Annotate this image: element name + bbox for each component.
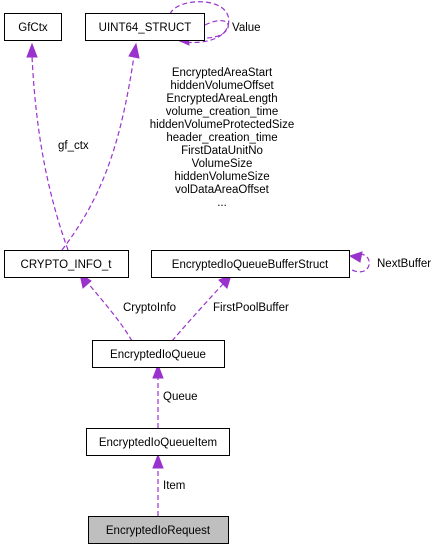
edge-uint64-self-loop xyxy=(169,1,230,44)
node-queue-label: EncryptedIoQueue xyxy=(110,349,206,361)
node-queue[interactable]: EncryptedIoQueue xyxy=(92,340,225,368)
arrow-buffer-self xyxy=(348,251,363,263)
arrow-item xyxy=(152,453,164,469)
edge-queue-buffer xyxy=(171,282,225,342)
node-request-label: EncryptedIoRequest xyxy=(106,525,211,537)
uint64-member-line: EncryptedAreaLength xyxy=(166,93,277,105)
edge-label-next-buffer: NextBuffer xyxy=(377,258,431,270)
edge-label-crypto-info: CryptoInfo xyxy=(123,302,176,314)
uint64-member-line: hiddenVolumeProtectedSize xyxy=(150,119,295,131)
uint64-member-line: EncryptedAreaStart xyxy=(172,67,273,79)
node-buffer-struct-label: EncryptedIoQueueBufferStruct xyxy=(172,259,329,271)
node-queue-item[interactable]: EncryptedIoQueueItem xyxy=(86,428,230,456)
uint64-member-line: ... xyxy=(217,197,227,209)
uint64-member-line: FirstDataUnitNo xyxy=(181,145,263,157)
edge-queue-crypto xyxy=(86,281,133,342)
uint64-member-line: hiddenVolumeSize xyxy=(174,171,269,183)
node-gfctx-label: GfCtx xyxy=(18,22,48,34)
uint64-member-line: VolumeSize xyxy=(192,158,253,170)
uint64-member-line: header_creation_time xyxy=(166,132,277,144)
arrow-queue xyxy=(152,363,164,379)
node-request[interactable]: EncryptedIoRequest xyxy=(88,516,229,544)
uint64-member-line: hiddenVolumeOffset xyxy=(170,80,274,92)
uint64-member-line: volDataAreaOffset xyxy=(175,184,270,196)
edge-label-gf-ctx: gf_ctx xyxy=(58,140,89,152)
edge-crypto-gfctx xyxy=(31,55,69,251)
edge-uint64-self-value xyxy=(204,19,229,39)
edge-crypto-uint64 xyxy=(61,55,135,251)
node-crypto-info[interactable]: CRYPTO_INFO_t xyxy=(4,250,129,278)
node-buffer-struct[interactable]: EncryptedIoQueueBufferStruct xyxy=(151,250,350,278)
edge-label-item: Item xyxy=(163,480,185,492)
arrow-gfctx xyxy=(26,42,38,58)
node-queue-item-label: EncryptedIoQueueItem xyxy=(99,437,217,449)
uint64-member-line: volume_creation_time xyxy=(166,106,279,118)
edge-label-value: Value xyxy=(232,22,261,34)
edge-label-queue: Queue xyxy=(163,391,198,403)
node-gfctx[interactable]: GfCtx xyxy=(4,13,62,41)
arrow-uint64 xyxy=(128,42,140,59)
node-crypto-info-label: CRYPTO_INFO_t xyxy=(21,259,113,271)
node-uint64-struct[interactable]: UINT64_STRUCT xyxy=(85,13,205,41)
edge-label-first-pool-buffer: FirstPoolBuffer xyxy=(213,302,289,314)
node-uint64-label: UINT64_STRUCT xyxy=(99,22,192,34)
